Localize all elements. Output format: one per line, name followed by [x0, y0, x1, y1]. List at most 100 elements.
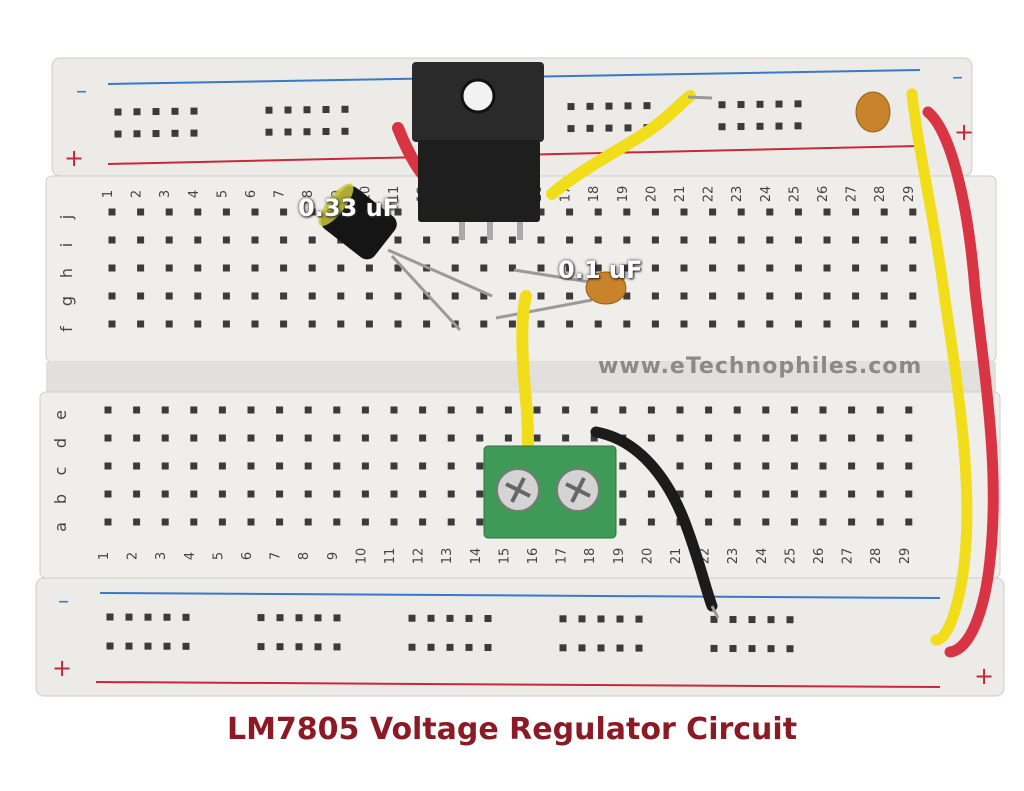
hole-c-13: [447, 462, 455, 470]
hole-b-9: [333, 490, 341, 498]
rail-hole-top-a-19: [624, 102, 632, 110]
hole-g-16: [537, 292, 545, 300]
rail-hole-top-b-7: [284, 128, 292, 136]
hole-e-4: [190, 406, 198, 414]
hole-f-22: [709, 320, 717, 328]
hole-a-4: [190, 518, 198, 526]
hole-d-8: [304, 434, 312, 442]
hole-d-12: [419, 434, 427, 442]
hole-i-13: [451, 236, 459, 244]
hole-c-2: [133, 462, 141, 470]
rail-hole-top-a-6: [265, 106, 273, 114]
hole-f-26: [823, 320, 831, 328]
hole-f-20: [651, 320, 659, 328]
col-label-bottom-13: 13: [440, 548, 455, 565]
hole-i-5: [222, 236, 230, 244]
col-label-top-22: 22: [702, 186, 717, 203]
row-label-a: a: [51, 522, 70, 532]
hole-j-6: [251, 208, 259, 216]
hole-j-2: [137, 208, 145, 216]
hole-g-25: [794, 292, 802, 300]
electrolytic-capacitor-lead-1: [387, 248, 493, 298]
hole-c-11: [390, 462, 398, 470]
hole-e-29: [905, 406, 913, 414]
row-label-h: h: [57, 268, 76, 278]
hole-a-23: [733, 518, 741, 526]
rail-hole-top-b-10: [341, 127, 349, 135]
hole-a-8: [304, 518, 312, 526]
hole-g-21: [680, 292, 688, 300]
hole-i-3: [165, 236, 173, 244]
hole-f-28: [880, 320, 888, 328]
hole-b-23: [733, 490, 741, 498]
hole-b-8: [304, 490, 312, 498]
hole-j-16: [537, 208, 545, 216]
hole-j-19: [623, 208, 631, 216]
hole-a-12: [419, 518, 427, 526]
ceramic-capacitor-body: [585, 271, 627, 305]
hole-g-8: [308, 292, 316, 300]
hole-d-29: [905, 434, 913, 442]
hole-f-11: [394, 320, 402, 328]
hole-c-29: [905, 462, 913, 470]
col-label-top-6: 6: [244, 190, 259, 198]
hole-c-21: [676, 462, 684, 470]
hole-f-9: [337, 320, 345, 328]
hole-e-3: [161, 406, 169, 414]
hole-g-10: [365, 292, 373, 300]
hole-i-24: [766, 236, 774, 244]
rail-hole-top-a-18: [605, 102, 613, 110]
rail-hole-top-b-8: [303, 128, 311, 136]
yellow-supply-wire: [906, 88, 973, 646]
rail-hole-top-b-24: [775, 122, 783, 130]
hole-c-25: [790, 462, 798, 470]
rail-hole-top-b-1: [114, 130, 122, 138]
hole-h-4: [194, 264, 202, 272]
hole-g-23: [737, 292, 745, 300]
hole-a-9: [333, 518, 341, 526]
rail-hole-top-b-19: [624, 124, 632, 132]
col-label-top-18: 18: [587, 186, 602, 203]
col-label-top-19: 19: [616, 186, 631, 203]
rail-hole-bottom-a-23: [748, 616, 756, 624]
hole-f-25: [794, 320, 802, 328]
rail-hole-bottom-a-21: [710, 615, 718, 623]
rail-hole-top-a-5: [190, 107, 198, 115]
hole-h-21: [680, 264, 688, 272]
hole-c-7: [276, 462, 284, 470]
hole-f-16: [537, 320, 545, 328]
rail-hole-top-b-9: [322, 128, 330, 136]
hole-c-10: [361, 462, 369, 470]
hole-e-12: [419, 406, 427, 414]
rail-hole-top-a-22: [737, 101, 745, 109]
hole-a-20: [647, 518, 655, 526]
col-label-bottom-25: 25: [783, 548, 798, 565]
lm7805-regulator: [412, 62, 544, 240]
rail-hole-top-a-8: [303, 106, 311, 114]
hole-d-14: [476, 434, 484, 442]
rail-hole-bottom-a-1: [106, 613, 114, 621]
hole-j-21: [680, 208, 688, 216]
hole-h-8: [308, 264, 316, 272]
rail-hole-bottom-a-2: [125, 613, 133, 621]
hole-b-5: [218, 490, 226, 498]
rail-hole-top-a-10: [341, 105, 349, 113]
rail-hole-bottom-b-14: [465, 643, 473, 651]
hole-f-24: [766, 320, 774, 328]
hole-h-29: [909, 264, 917, 272]
rail-hole-bottom-a-13: [446, 614, 454, 622]
hole-b-29: [905, 490, 913, 498]
electrolytic-capacitor-0-33uf: [318, 183, 493, 332]
hole-g-4: [194, 292, 202, 300]
yellow-jumper-terminal: [516, 290, 534, 454]
hole-b-24: [762, 490, 770, 498]
rail-hole-top-a-1: [114, 108, 122, 116]
hole-h-14: [480, 264, 488, 272]
hole-f-17: [566, 320, 574, 328]
hole-j-7: [280, 208, 288, 216]
col-label-top-11: 11: [387, 186, 402, 203]
rail-hole-bottom-b-7: [276, 643, 284, 651]
rail-hole-bottom-a-4: [163, 613, 171, 621]
row-label-b: b: [51, 494, 70, 504]
hole-h-15: [508, 264, 516, 272]
